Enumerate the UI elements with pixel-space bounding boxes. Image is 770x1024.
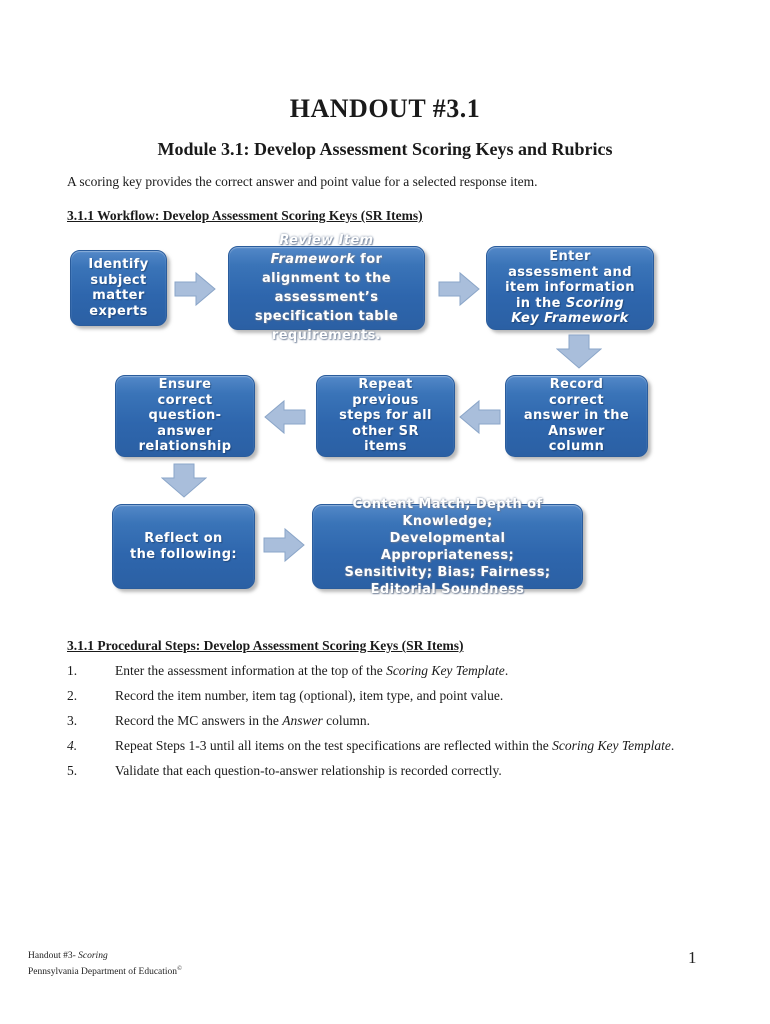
list-item: 3. Record the MC answers in the Answer co…	[67, 713, 712, 729]
step-text-italic: Scoring Key Template	[552, 738, 671, 753]
list-item: 4. Repeat Steps 1-3 until all items on th…	[67, 738, 712, 754]
flow-box-label: Identify subject matter experts	[88, 257, 149, 319]
flow-box-repeat-steps: Repeat previous steps for all other SR i…	[316, 375, 455, 457]
step-number: 3.	[67, 713, 78, 728]
step-text: Record the MC answers in the	[115, 713, 283, 728]
arrow-right-icon	[438, 271, 480, 307]
step-number: 2.	[67, 688, 78, 703]
flow-box-identify-experts: Identify subject matter experts	[70, 250, 167, 326]
flow-box-label: Reflect on the following:	[129, 531, 238, 562]
flow-box-label-rest: for alignment to the assessment’s specif…	[254, 252, 399, 343]
step-text: Repeat Steps 1-3 until all items on the …	[115, 738, 553, 753]
flow-box-label: Ensure correct question- answer relation…	[138, 377, 232, 455]
footer-handout-label: Handout #3-	[28, 951, 79, 961]
footer-org: Pennsylvania Department of Education	[28, 966, 178, 977]
step-number: 5.	[67, 763, 78, 778]
arrow-left-icon	[264, 399, 306, 435]
list-item: 2. Record the item number, item tag (opti…	[67, 688, 712, 704]
workflow-diagram: Identify subject matter experts Review I…	[70, 233, 654, 597]
step-text-post: .	[670, 738, 675, 753]
step-text-post: .	[504, 663, 509, 678]
step-number: 4.	[67, 738, 78, 753]
arrow-down-icon	[556, 334, 602, 369]
step-text-italic: Scoring Key Template	[386, 663, 505, 678]
flow-box-label-italic: Scoring Key Framework	[511, 295, 629, 327]
page-number: 1	[688, 948, 697, 967]
step-text: Enter the assessment information at the …	[115, 663, 387, 678]
procedural-steps-heading: 3.1.1 Procedural Steps: Develop Assessme…	[67, 638, 464, 653]
procedural-steps-list: 1. Enter the assessment information at th…	[67, 663, 712, 788]
flow-box-label: Record correct answer in the Answer colu…	[523, 377, 630, 455]
copyright-icon: ©	[177, 964, 183, 972]
flow-box-ensure-relationship: Ensure correct question- answer relation…	[115, 375, 255, 457]
flow-box-label: Content Match; Depth of Knowledge; Devel…	[344, 496, 551, 597]
flow-box-label: Review Item Framework for alignment to t…	[255, 231, 398, 345]
list-item: 1. Enter the assessment information at th…	[67, 663, 712, 679]
flow-box-content-match: Content Match; Depth of Knowledge; Devel…	[312, 497, 583, 597]
flow-box-record-answer: Record correct answer in the Answer colu…	[505, 375, 648, 457]
workflow-heading: 3.1.1 Workflow: Develop Assessment Scori…	[67, 208, 423, 223]
footer-line1: Handout #3- Scoring	[28, 950, 182, 963]
intro-paragraph: A scoring key provides the correct answe…	[67, 174, 538, 189]
step-text-italic: Answer	[282, 713, 323, 728]
page-footer: Handout #3- Scoring Pennsylvania Departm…	[28, 950, 182, 978]
arrow-left-icon	[459, 399, 501, 435]
flow-box-label-plain: Enter assessment and item information in…	[505, 249, 635, 311]
step-text: Validate that each question-to-answer re…	[115, 763, 502, 778]
flow-box-label: Repeat previous steps for all other SR i…	[339, 377, 432, 455]
flow-box-enter-assessment: Enter assessment and item information in…	[486, 246, 654, 330]
footer-line2: Pennsylvania Department of Education©	[28, 963, 182, 979]
page-title: HANDOUT #3.1	[289, 94, 481, 123]
arrow-right-icon	[263, 527, 305, 563]
flow-box-review-framework: Review Item Framework for alignment to t…	[228, 233, 425, 343]
footer-handout-title: Scoring	[78, 951, 108, 961]
step-number: 1.	[67, 663, 78, 678]
list-item: 5. Validate that each question-to-answer …	[67, 763, 712, 779]
arrow-right-icon	[174, 271, 216, 307]
step-text-post: column.	[322, 713, 370, 728]
module-subtitle: Module 3.1: Develop Assessment Scoring K…	[157, 139, 613, 159]
flow-box-label: Enter assessment and item information in…	[505, 249, 635, 327]
flow-box-reflect: Reflect on the following:	[112, 504, 255, 589]
arrow-down-icon	[161, 463, 207, 498]
step-text: Record the item number, item tag (option…	[115, 688, 504, 703]
flow-box-label-italic: Review Item Framework	[270, 233, 374, 267]
